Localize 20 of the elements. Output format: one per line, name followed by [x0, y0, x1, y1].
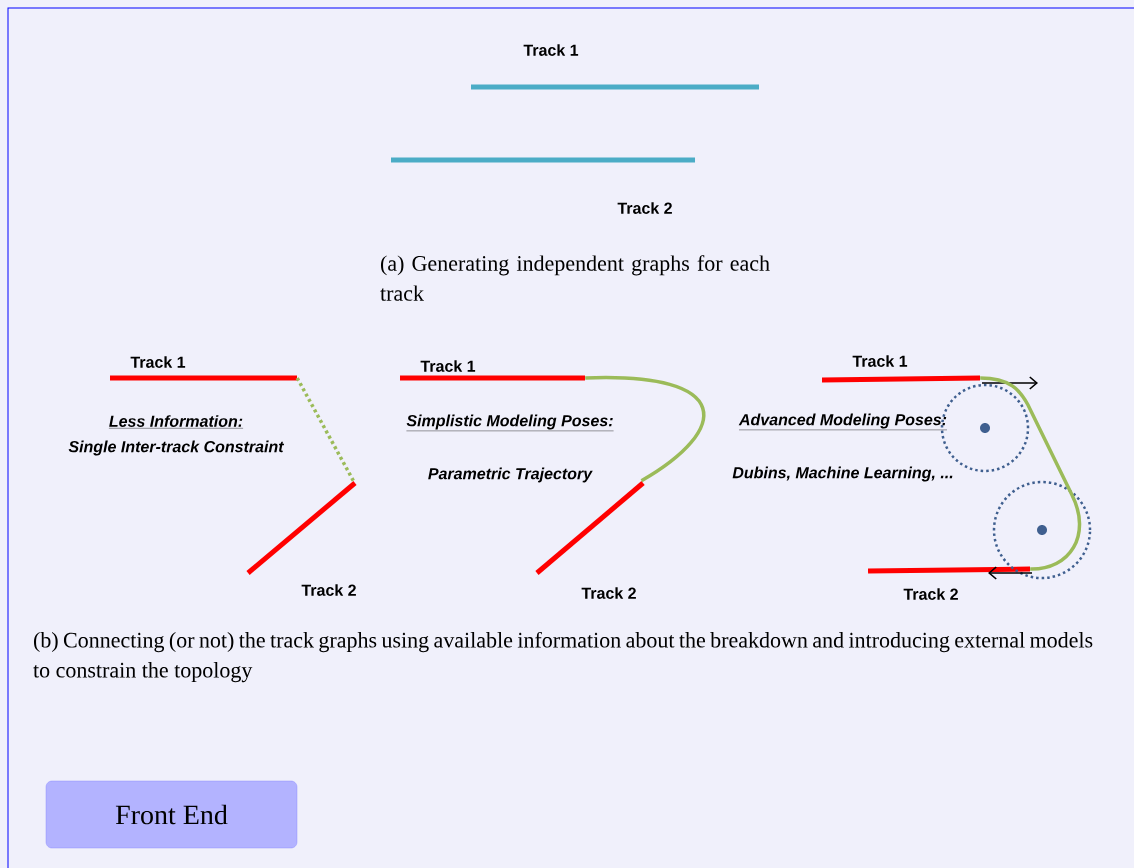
panel-heading: Simplistic Modeling Poses:: [406, 414, 614, 432]
caption: (b) Connecting (or not) the track graphs using available information about the breakdown and introducing external models to constrain the topology: [33, 631, 1093, 683]
panel-heading: Advanced Modeling Poses:: [738, 413, 948, 431]
track-label: Track 1: [420, 360, 476, 372]
panel-heading: Less Information:: [108, 415, 244, 429]
track-label: Track 2: [903, 588, 958, 600]
connecting-curve: [585, 376, 706, 483]
panel-text: Single Inter-track Constraint: [68, 440, 285, 456]
track-label: Track 2: [581, 587, 636, 599]
panel-text: Dubins, Machine Learning, ...: [732, 466, 953, 482]
track-label: Track 1: [130, 356, 186, 368]
panel-text: Parametric Trajectory: [428, 467, 593, 483]
track-label: Track 1: [523, 44, 579, 56]
caption: (a) Generating independent graphs for each track: [380, 255, 770, 301]
front-end-button: Front End: [45, 780, 298, 849]
track-label: Track 2: [301, 584, 356, 596]
connecting-curve: [980, 376, 1082, 571]
connecting-curve: [295, 377, 355, 482]
track-label: Track 1: [852, 355, 908, 367]
track-label: Track 2: [617, 202, 672, 214]
